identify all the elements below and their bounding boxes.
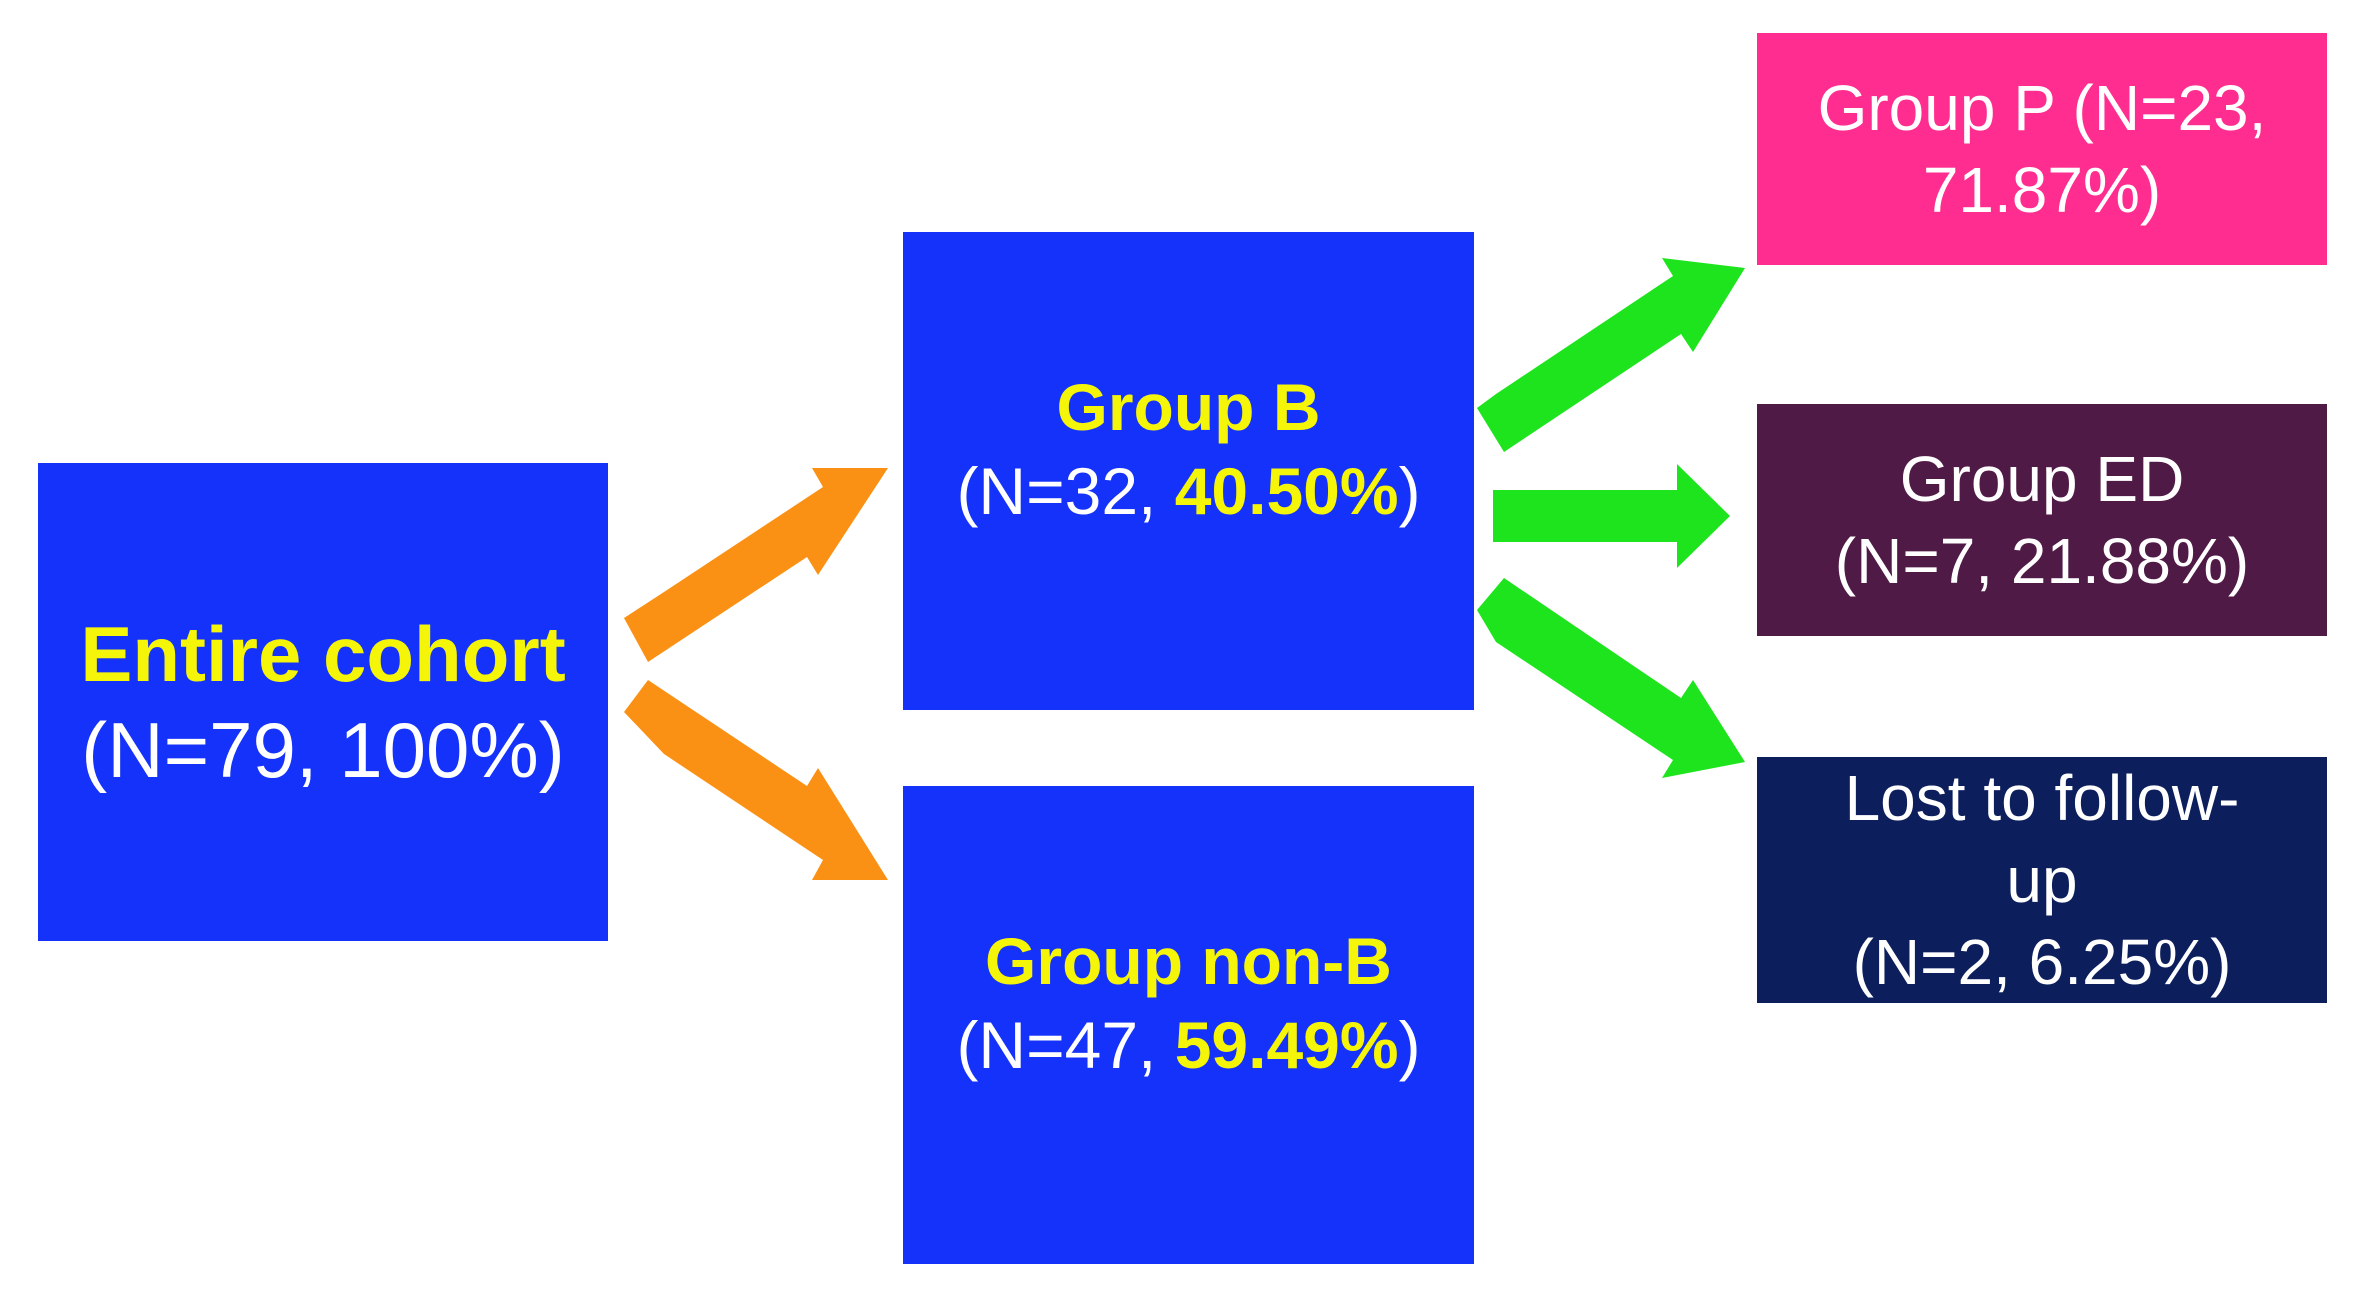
lost-line1: Lost to follow-	[1844, 762, 2240, 834]
group-non-b-count: (N=47,	[956, 1007, 1175, 1082]
group-b-box: Group B (N=32, 40.50%)	[903, 232, 1474, 710]
arrow-to-group-b	[624, 468, 888, 662]
group-non-b-close-paren: )	[1398, 1007, 1421, 1082]
group-b-detail: (N=32, 40.50%)	[956, 449, 1420, 533]
group-ed-box: Group ED (N=7, 21.88%)	[1757, 404, 2327, 636]
group-ed-line1: Group ED	[1899, 443, 2185, 515]
entire-cohort-title: Entire cohort	[80, 610, 566, 698]
group-p-line2: 71.87%)	[1922, 154, 2162, 226]
arrow-to-lost-follow-up	[1477, 578, 1745, 778]
group-b-close-paren: )	[1398, 453, 1421, 528]
entire-cohort-detail: (N=79, 100%)	[81, 706, 565, 794]
arrow-to-group-p	[1477, 258, 1745, 452]
lost-line2: up	[2006, 844, 2078, 916]
group-b-count: (N=32,	[956, 453, 1175, 528]
arrow-to-group-ed	[1493, 464, 1730, 568]
group-p-box: Group P (N=23, 71.87%)	[1757, 33, 2327, 265]
arrow-to-group-non-b	[624, 680, 888, 880]
lost-to-follow-up-box: Lost to follow- up (N=2, 6.25%)	[1757, 757, 2327, 1003]
group-non-b-title: Group non-B	[985, 923, 1392, 998]
group-b-percent: 40.50%	[1174, 453, 1399, 528]
entire-cohort-box: Entire cohort (N=79, 100%)	[38, 463, 608, 941]
group-non-b-detail: (N=47, 59.49%)	[956, 1003, 1420, 1087]
group-non-b-box: Group non-B (N=47, 59.49%)	[903, 786, 1474, 1264]
group-b-title: Group B	[1056, 369, 1321, 444]
lost-line3: (N=2, 6.25%)	[1852, 926, 2232, 998]
group-non-b-percent: 59.49%	[1174, 1007, 1399, 1082]
group-p-line1: Group P (N=23,	[1817, 72, 2267, 144]
group-ed-line2: (N=7, 21.88%)	[1834, 525, 2250, 597]
